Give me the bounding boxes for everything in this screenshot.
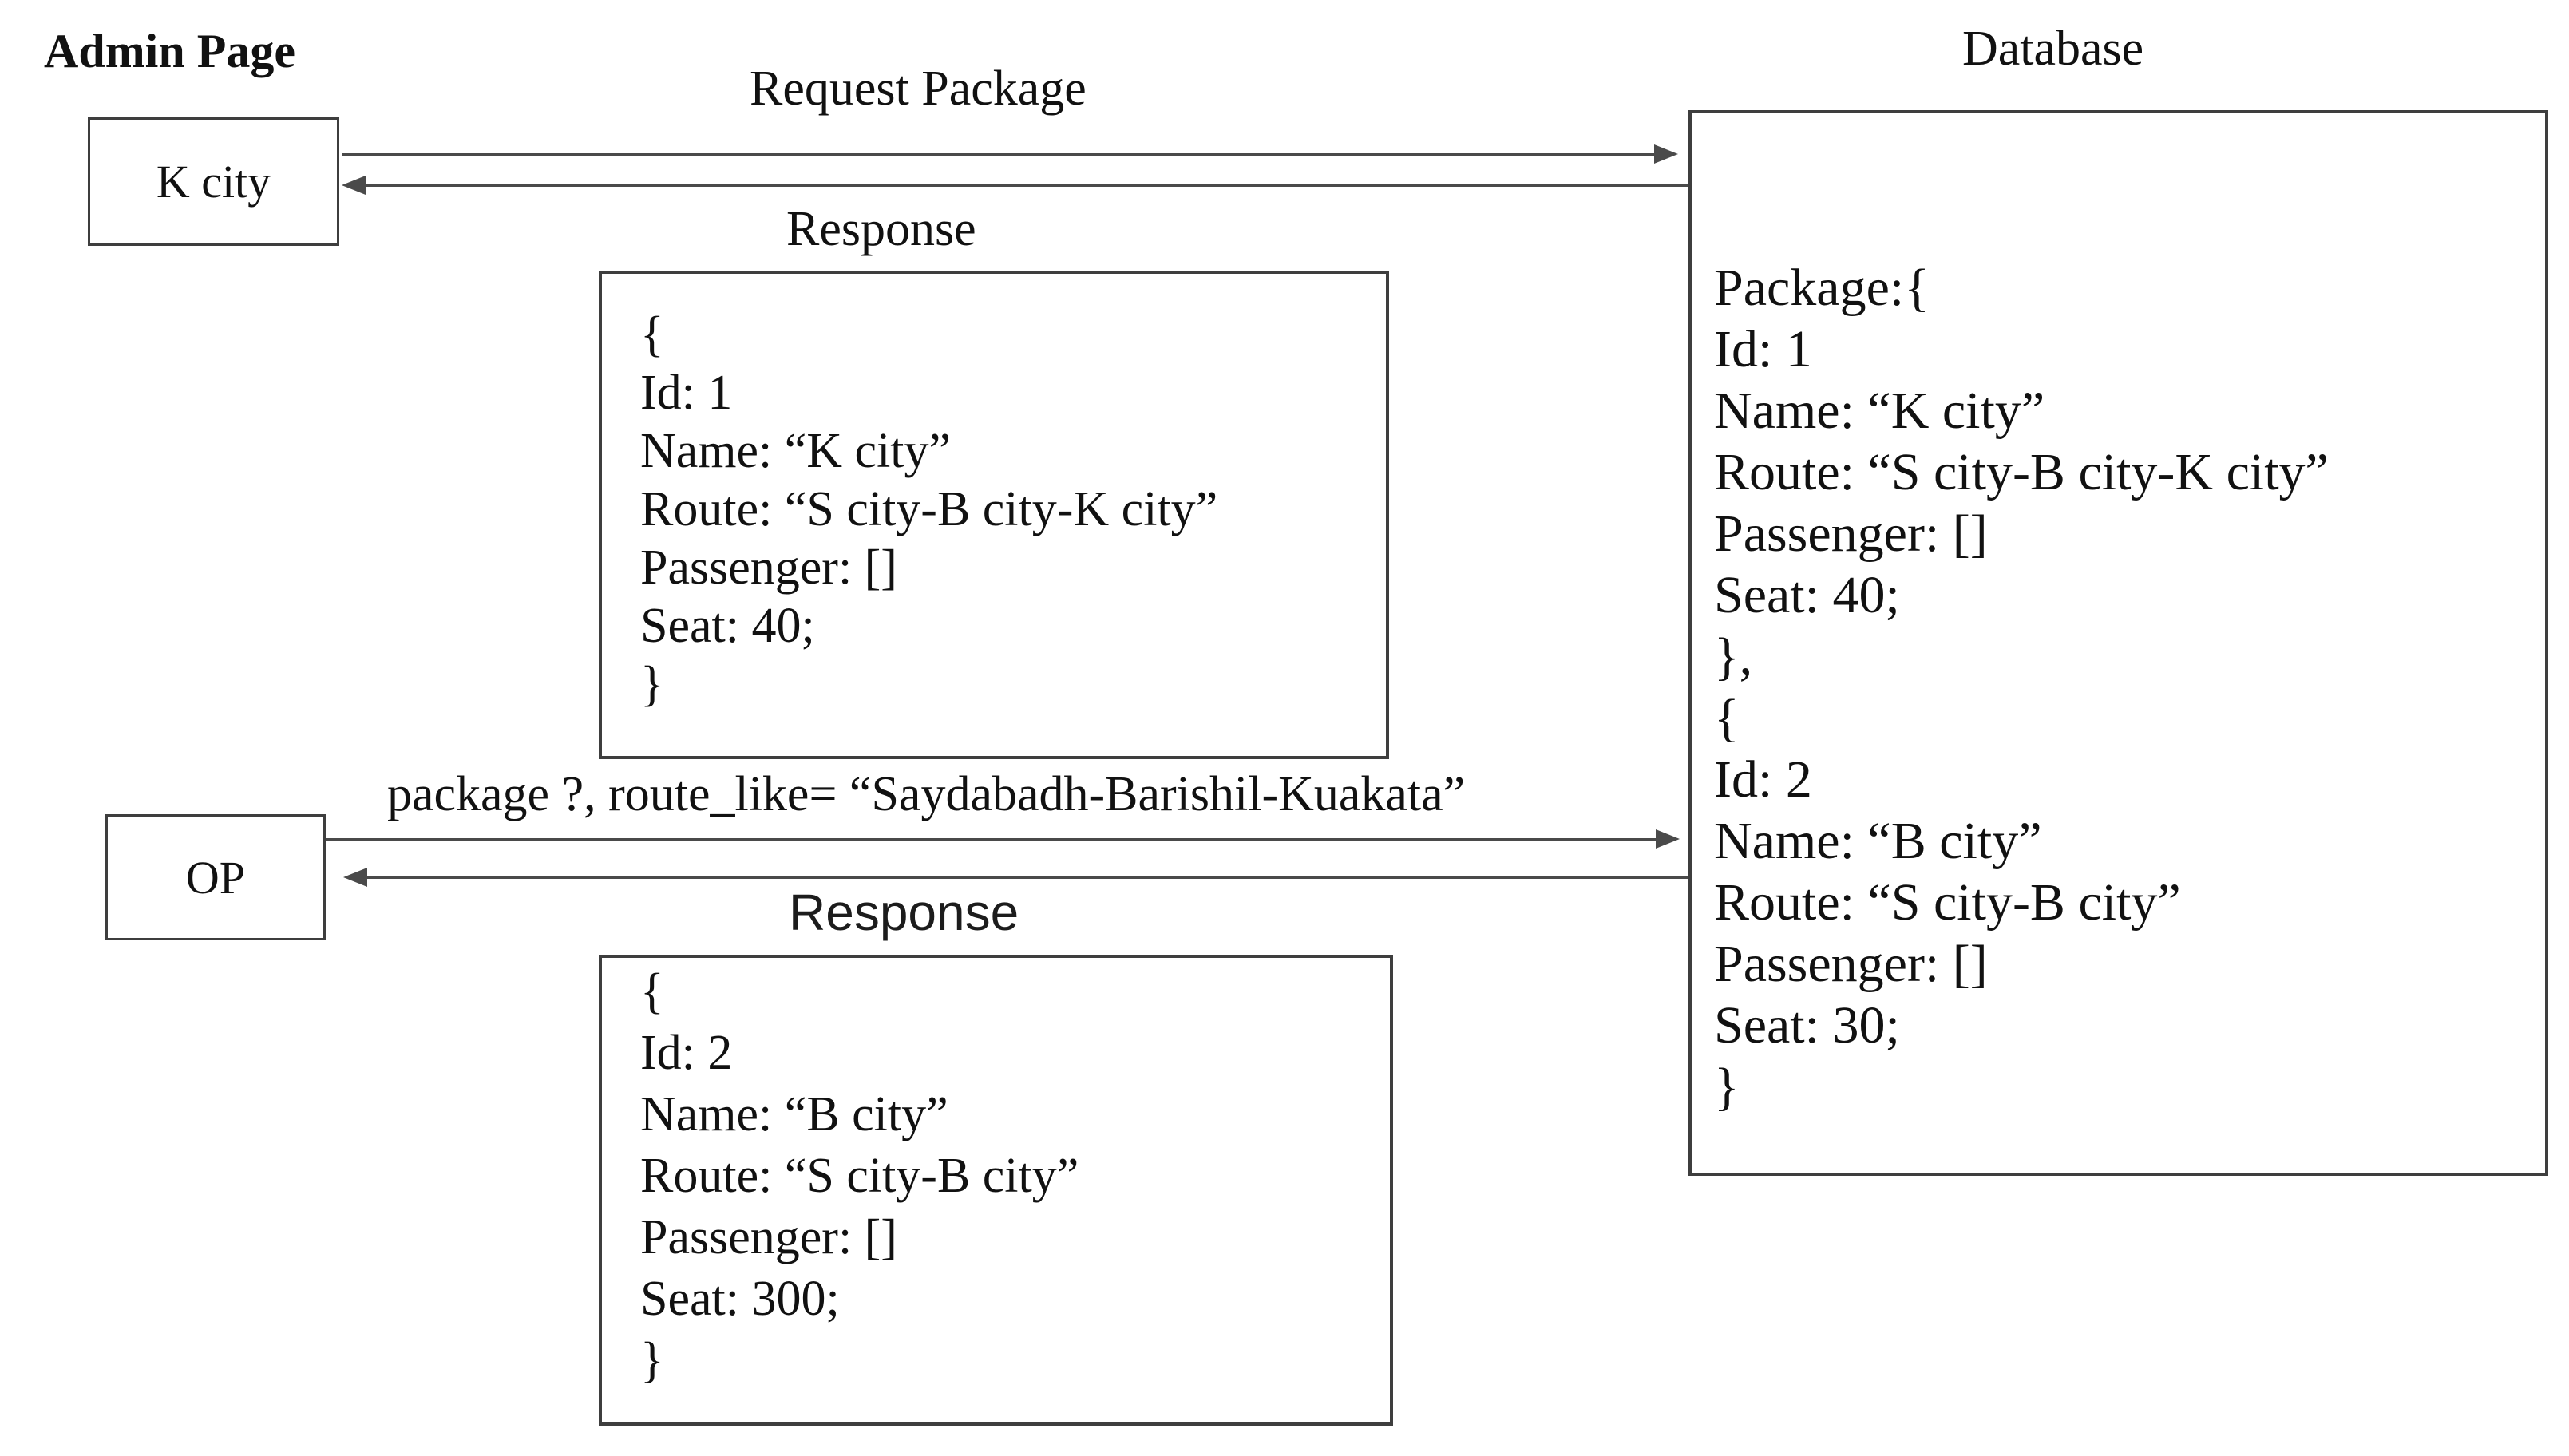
response-1-line: Id: 1 <box>640 366 733 420</box>
response-panel-2: { Id: 2 Name: “B city” Route: “S city-B … <box>599 955 1393 1426</box>
database-label: Database <box>1962 22 2144 76</box>
response-1-line: } <box>640 657 664 711</box>
request-package-label: Request Package <box>750 61 1087 116</box>
query-arrow-line <box>326 838 1657 841</box>
database-line: Name: “K city” <box>1714 382 2045 440</box>
response-2-line: Name: “B city” <box>640 1087 948 1141</box>
arrowhead-left-icon <box>342 176 366 195</box>
admin-page-title: Admin Page <box>44 25 295 77</box>
database-line: Id: 1 <box>1714 320 1812 378</box>
database-line: Seat: 30; <box>1714 996 1900 1054</box>
response-2-line: Seat: 300; <box>640 1272 840 1326</box>
response-2-line: } <box>640 1333 664 1387</box>
arrowhead-right-icon <box>1656 829 1680 849</box>
database-line: }, <box>1714 627 1753 686</box>
response-arrow-top-line <box>364 184 1688 187</box>
database-line: Package:{ <box>1714 259 1930 317</box>
op-node: OP <box>105 814 326 940</box>
database-line: Route: “S city-B city-K city” <box>1714 443 2329 501</box>
k-city-node: K city <box>88 117 339 246</box>
response-1-line: { <box>640 307 664 362</box>
response-1-line: Passenger: [] <box>640 540 897 595</box>
response-1-line: Seat: 40; <box>640 599 815 653</box>
database-line: { <box>1714 689 1740 747</box>
response-2-line: { <box>640 964 664 1019</box>
request-arrow-line <box>342 153 1656 156</box>
query-label: package ?, route_like= “Saydabadh-Barish… <box>387 767 1466 821</box>
database-line: Id: 2 <box>1714 750 1812 809</box>
database-line: } <box>1714 1058 1740 1116</box>
database-line: Name: “B city” <box>1714 812 2042 870</box>
response-1-line: Route: “S city-B city-K city” <box>640 482 1218 536</box>
response-top-label: Response <box>786 202 976 256</box>
response-arrow-bottom-line <box>366 876 1688 879</box>
arrowhead-left-icon <box>343 868 367 887</box>
k-city-node-label: K city <box>156 156 271 208</box>
database-line: Seat: 40; <box>1714 566 1900 624</box>
database-line: Passenger: [] <box>1714 935 1988 993</box>
response-panel-1: { Id: 1 Name: “K city” Route: “S city-B … <box>599 271 1389 759</box>
op-node-label: OP <box>185 851 246 904</box>
response-2-line: Passenger: [] <box>640 1210 897 1264</box>
response-1-line: Name: “K city” <box>640 424 952 478</box>
arrowhead-right-icon <box>1654 144 1678 164</box>
response-2-line: Id: 2 <box>640 1026 733 1080</box>
database-line: Passenger: [] <box>1714 504 1988 563</box>
database-panel: Package:{ Id: 1 Name: “K city” Route: “S… <box>1688 110 2548 1176</box>
response-2-line: Route: “S city-B city” <box>640 1149 1079 1203</box>
database-line: Route: “S city-B city” <box>1714 873 2181 932</box>
response-bottom-label: Response <box>789 884 1019 941</box>
